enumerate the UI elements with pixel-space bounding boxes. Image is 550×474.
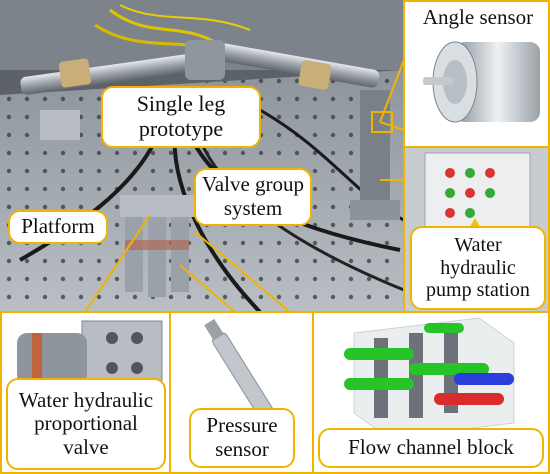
- flow-channel-block-illustration: [344, 317, 515, 439]
- label-text: Platform: [21, 214, 95, 239]
- label-text: Single leg prototype: [136, 91, 226, 141]
- label-valve-group-system: Valve group system: [194, 168, 312, 226]
- label-text: Pressure sensor: [206, 413, 278, 461]
- label-water-hydraulic-pump-station: Water hydraulic pump station: [410, 226, 546, 310]
- label-pressure-sensor: Pressure sensor: [189, 408, 295, 468]
- label-water-hydraulic-proportional-valve: Water hydraulic proportional valve: [6, 378, 166, 470]
- label-text: Angle sensor: [422, 5, 534, 29]
- label-angle-sensor: Angle sensor: [412, 5, 544, 36]
- label-text: Valve group system: [201, 172, 305, 220]
- label-text: Flow channel block: [348, 435, 514, 460]
- angle-sensor-illustration: [423, 41, 540, 123]
- label-text: Water hydraulic pump station: [426, 234, 530, 302]
- label-text: Water hydraulic proportional valve: [18, 387, 154, 459]
- label-platform: Platform: [8, 210, 108, 244]
- label-flow-channel-block: Flow channel block: [318, 428, 544, 468]
- label-single-leg-prototype: Single leg prototype: [101, 86, 261, 148]
